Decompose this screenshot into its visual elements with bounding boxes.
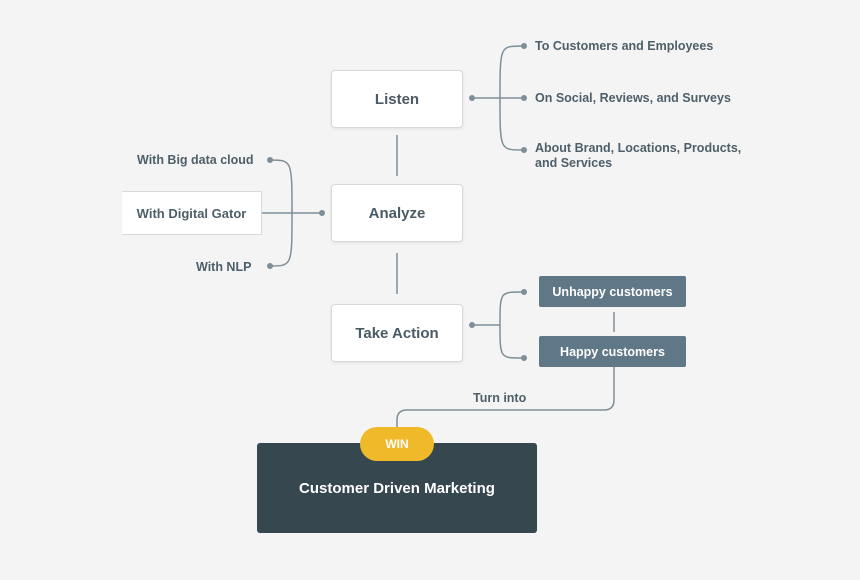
analyze-label: Analyze — [368, 204, 426, 222]
unhappy-customers-tag: Unhappy customers — [539, 276, 686, 307]
outcome-box: Customer Driven Marketing — [257, 443, 537, 533]
connector-analyze-branch-1 — [269, 159, 293, 214]
analyze-node: Analyze — [331, 184, 463, 242]
connector-listen-branch-3 — [499, 97, 523, 151]
unhappy-customers-label: Unhappy customers — [552, 284, 673, 299]
connector-dot — [521, 355, 527, 361]
analyze-branch-2-label: With Digital Gator — [136, 205, 247, 221]
happy-customers-label: Happy customers — [560, 344, 665, 359]
connector-dot — [469, 322, 475, 328]
connector-action-branch-2 — [499, 324, 523, 359]
connector-dot — [521, 43, 527, 49]
connector-dot — [319, 210, 325, 216]
connector-dot — [267, 157, 273, 163]
analyze-branch-1: With Big data cloud — [137, 153, 254, 167]
win-badge: WIN — [360, 427, 434, 461]
connector-dot — [521, 289, 527, 295]
listen-branch-2: On Social, Reviews, and Surveys — [535, 91, 731, 105]
listen-node: Listen — [331, 70, 463, 128]
listen-label: Listen — [374, 90, 420, 108]
take-action-node: Take Action — [331, 304, 463, 362]
listen-branch-3: About Brand, Locations, Products, and Se… — [535, 141, 742, 170]
connector-turn-into — [396, 366, 615, 430]
analyze-branch-3: With NLP — [196, 260, 252, 274]
analyze-branch-2: With Digital Gator — [122, 191, 262, 235]
connector-dot — [521, 95, 527, 101]
take-action-label: Take Action — [355, 324, 439, 342]
outcome-label: Customer Driven Marketing — [299, 479, 495, 497]
connector-listen-branch-1 — [499, 45, 523, 99]
win-badge-label: WIN — [385, 437, 409, 451]
connector-dot — [469, 95, 475, 101]
happy-customers-tag: Happy customers — [539, 336, 686, 367]
turn-into-label: Turn into — [473, 391, 527, 405]
connector-dot — [521, 147, 527, 153]
connector-action-branch-1 — [499, 291, 523, 326]
connector-dot — [267, 263, 273, 269]
listen-branch-1: To Customers and Employees — [535, 39, 714, 53]
connector-analyze-branch-3 — [269, 212, 293, 267]
